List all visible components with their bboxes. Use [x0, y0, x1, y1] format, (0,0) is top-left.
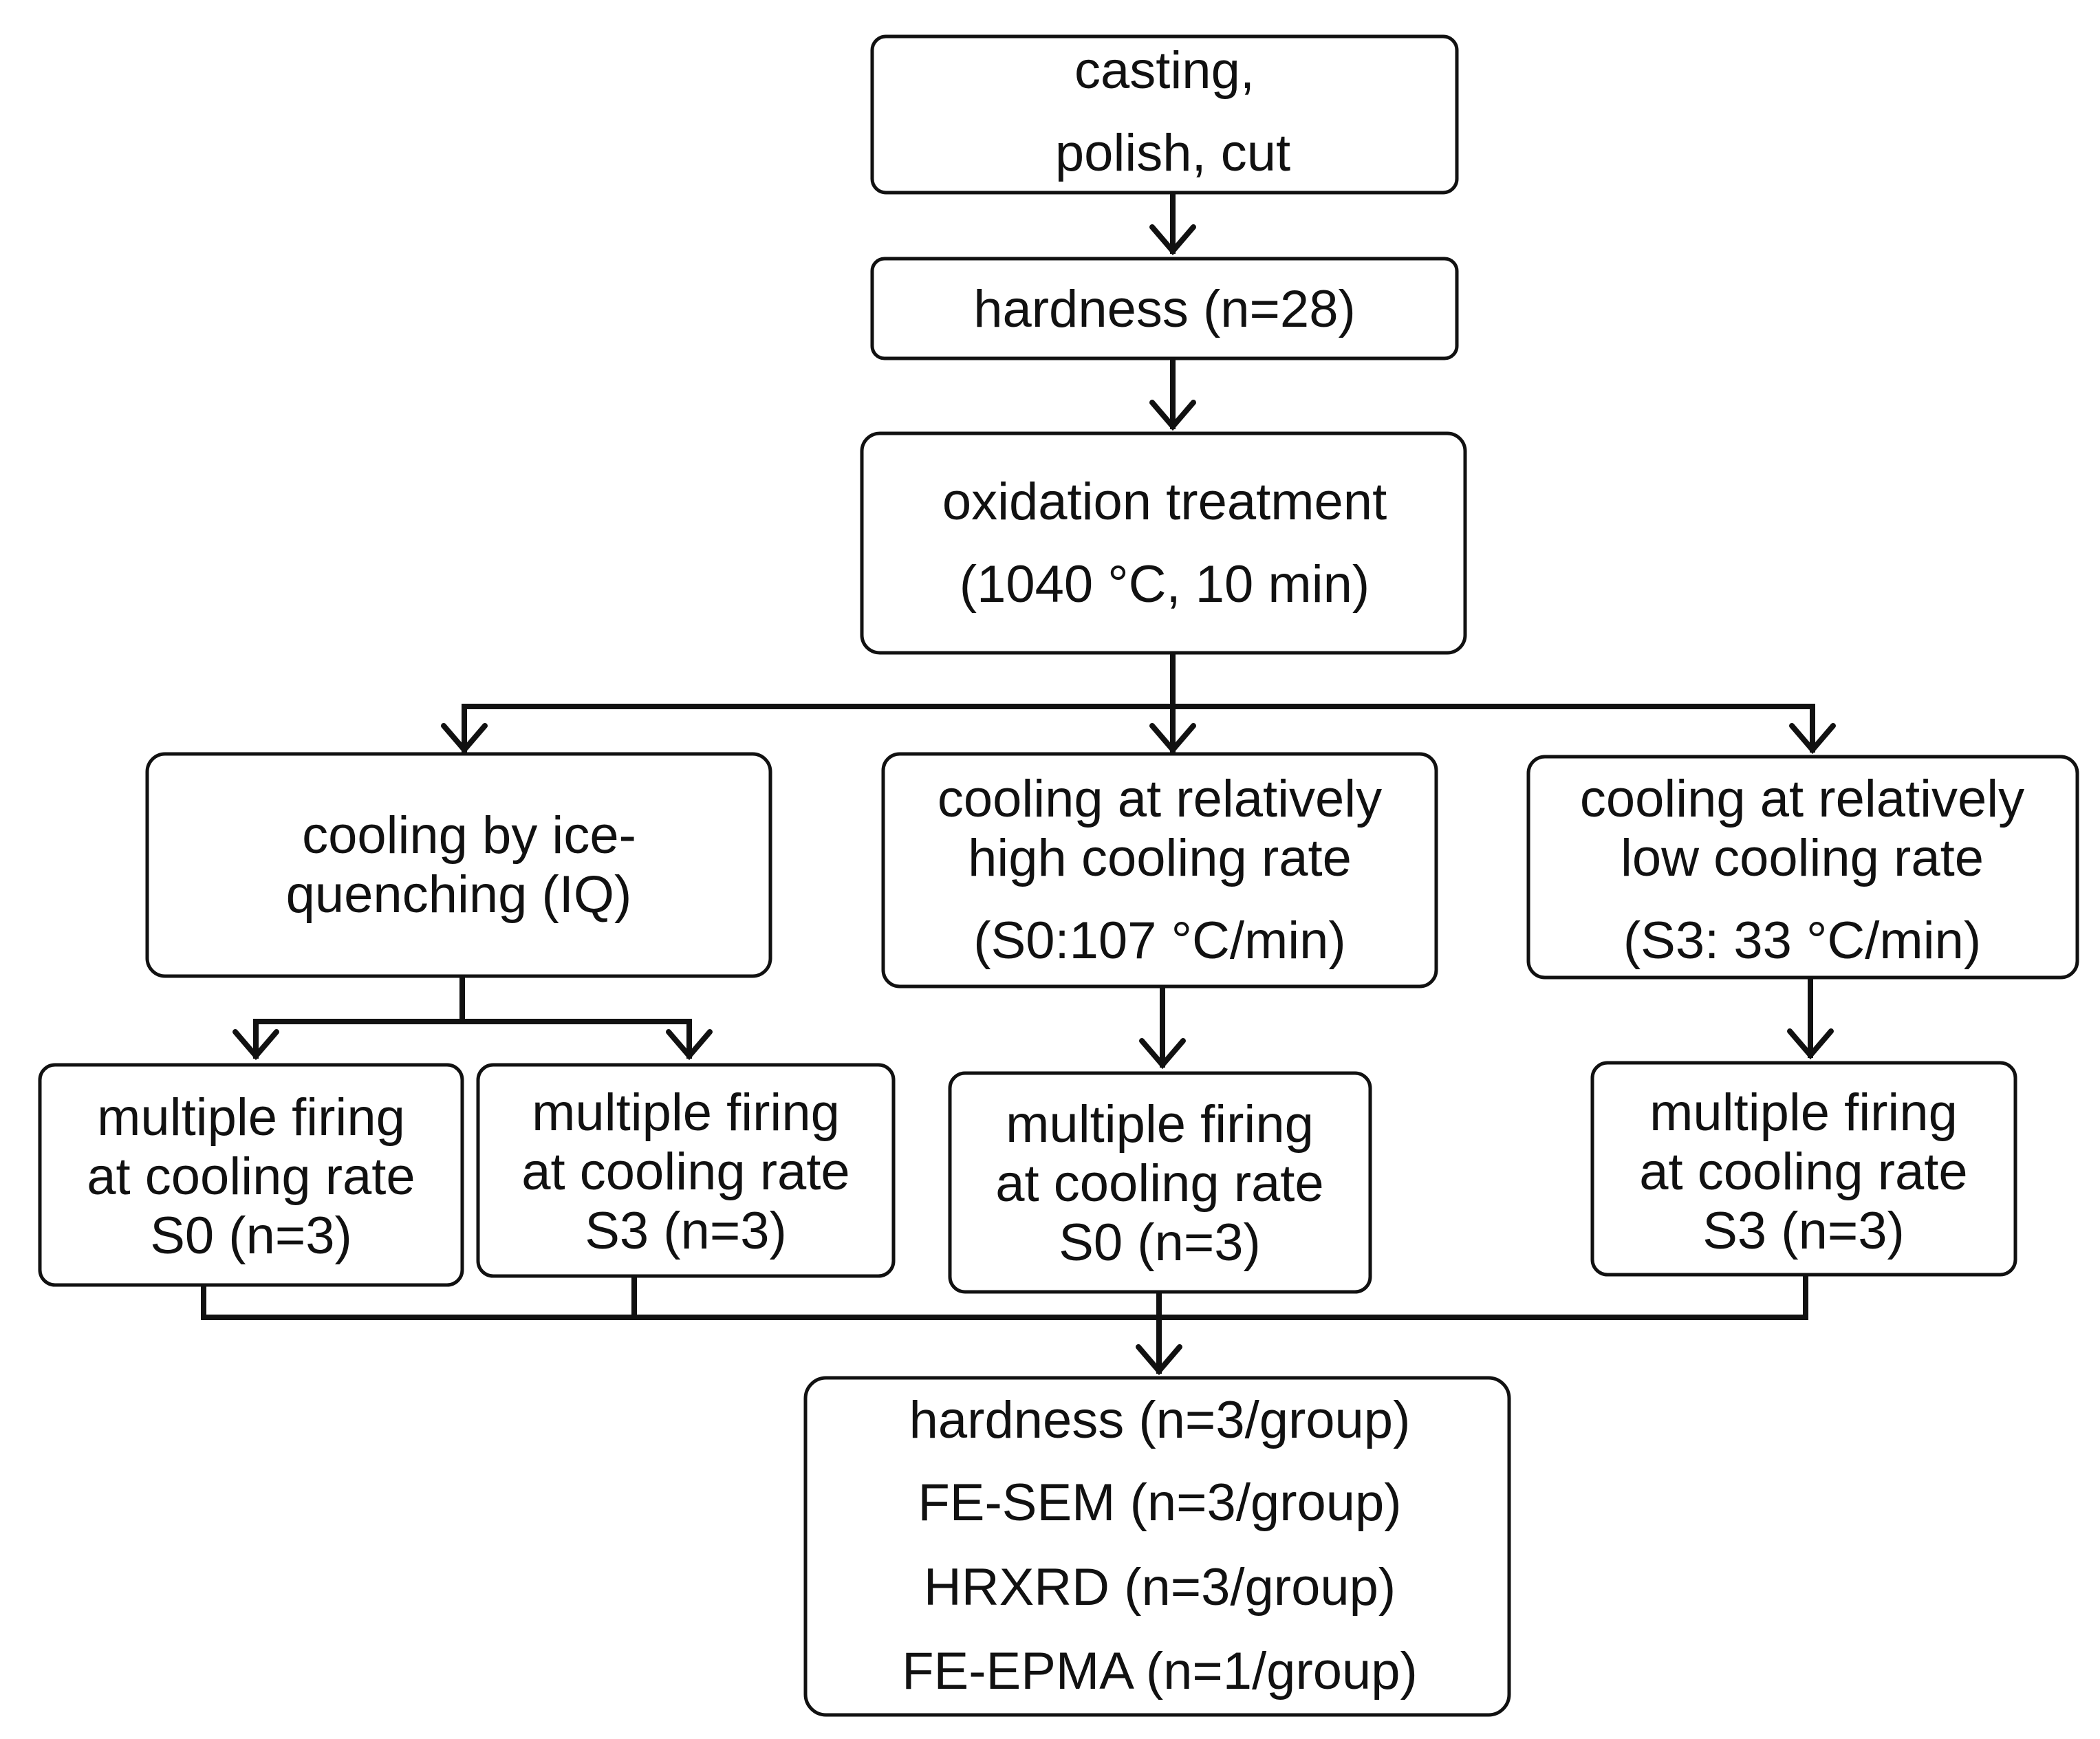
arrowhead-iq-firing-s0 — [232, 1029, 279, 1061]
node-analysis-line-1: hardness (n=3/group) — [909, 1391, 1411, 1449]
node-s3-firing: multiple firing at cooling rate S3 (n=3) — [1590, 1061, 2017, 1277]
node-oxidation-line-1: oxidation treatment — [942, 473, 1387, 531]
arrowhead-hardness-initial — [1149, 224, 1196, 256]
node-s0-firing-line-1: multiple firing — [1006, 1095, 1314, 1154]
node-hardness-initial: hardness (n=28) — [870, 257, 1459, 360]
node-low-cooling: cooling at relatively low cooling rate (… — [1526, 755, 2079, 980]
node-analysis: hardness (n=3/group) FE-SEM (n=3/group) … — [803, 1376, 1511, 1717]
node-high-cooling-line-1: cooling at relatively — [938, 770, 1382, 828]
edge-cooling-distribution-bar — [462, 704, 1815, 753]
arrowhead-s0-firing — [1139, 1038, 1186, 1070]
node-s3-firing-line-1: multiple firing — [1649, 1083, 1958, 1142]
edge-firing-collector-bar — [201, 1273, 1808, 1320]
node-iq-firing-s3-line-3: S3 (n=3) — [585, 1202, 787, 1260]
node-s3-firing-line-2: at cooling rate — [1639, 1143, 1967, 1201]
node-s0-firing: multiple firing at cooling rate S0 (n=3) — [948, 1071, 1372, 1294]
node-analysis-line-2: FE-SEM (n=3/group) — [918, 1473, 1401, 1532]
node-iq-firing-s0: multiple firing at cooling rate S0 (n=3) — [38, 1063, 464, 1287]
connectors — [201, 191, 1836, 1376]
arrowhead-ice-quenching — [441, 723, 488, 755]
node-ice-quenching: cooling by ice- quenching (IQ) — [145, 752, 772, 978]
node-iq-firing-s3-line-2: at cooling rate — [521, 1143, 849, 1201]
arrowhead-high-cooling — [1149, 723, 1196, 755]
node-iq-firing-s0-line-1: multiple firing — [97, 1088, 405, 1147]
arrowhead-analysis — [1136, 1344, 1182, 1376]
node-high-cooling-line-2: high cooling rate — [968, 829, 1352, 887]
arrowhead-oxidation — [1149, 400, 1196, 431]
node-casting-line-1: casting, — [1074, 41, 1255, 100]
node-high-cooling: cooling at relatively high cooling rate … — [881, 752, 1438, 989]
node-iq-firing-s3: multiple firing at cooling rate S3 (n=3) — [476, 1063, 896, 1278]
node-s3-firing-line-3: S3 (n=3) — [1702, 1202, 1905, 1260]
node-hardness-initial-line-1: hardness (n=28) — [973, 280, 1356, 338]
node-s0-firing-line-3: S0 (n=3) — [1059, 1213, 1261, 1272]
node-oxidation: oxidation treatment (1040 °C, 10 min) — [860, 431, 1467, 655]
node-iq-firing-s0-line-3: S0 (n=3) — [150, 1207, 352, 1265]
node-iq-firing-s3-line-1: multiple firing — [532, 1083, 840, 1142]
node-low-cooling-line-1: cooling at relatively — [1580, 770, 2024, 828]
edge-ice-quenching-bar — [253, 1019, 692, 1059]
node-iq-firing-s0-line-2: at cooling rate — [87, 1147, 415, 1206]
arrowhead-s3-firing — [1787, 1028, 1834, 1060]
node-high-cooling-line-3: (S0:107 °C/min) — [973, 911, 1345, 970]
node-ice-quenching-line-1: cooling by ice- — [302, 806, 636, 865]
node-analysis-line-4: FE-EPMA (n=1/group) — [902, 1642, 1418, 1700]
node-casting: casting, polish, cut — [870, 34, 1459, 195]
node-analysis-line-3: HRXRD (n=3/group) — [924, 1558, 1396, 1617]
arrowhead-low-cooling — [1789, 723, 1836, 755]
node-ice-quenching-line-2: quenching (IQ) — [286, 865, 632, 924]
arrowhead-iq-firing-s3 — [666, 1029, 713, 1061]
node-low-cooling-line-3: (S3: 33 °C/min) — [1623, 911, 1981, 970]
node-casting-line-2: polish, cut — [1055, 124, 1290, 182]
node-low-cooling-line-2: low cooling rate — [1621, 829, 1984, 887]
node-oxidation-line-2: (1040 °C, 10 min) — [960, 555, 1370, 614]
node-s0-firing-line-2: at cooling rate — [995, 1154, 1323, 1213]
